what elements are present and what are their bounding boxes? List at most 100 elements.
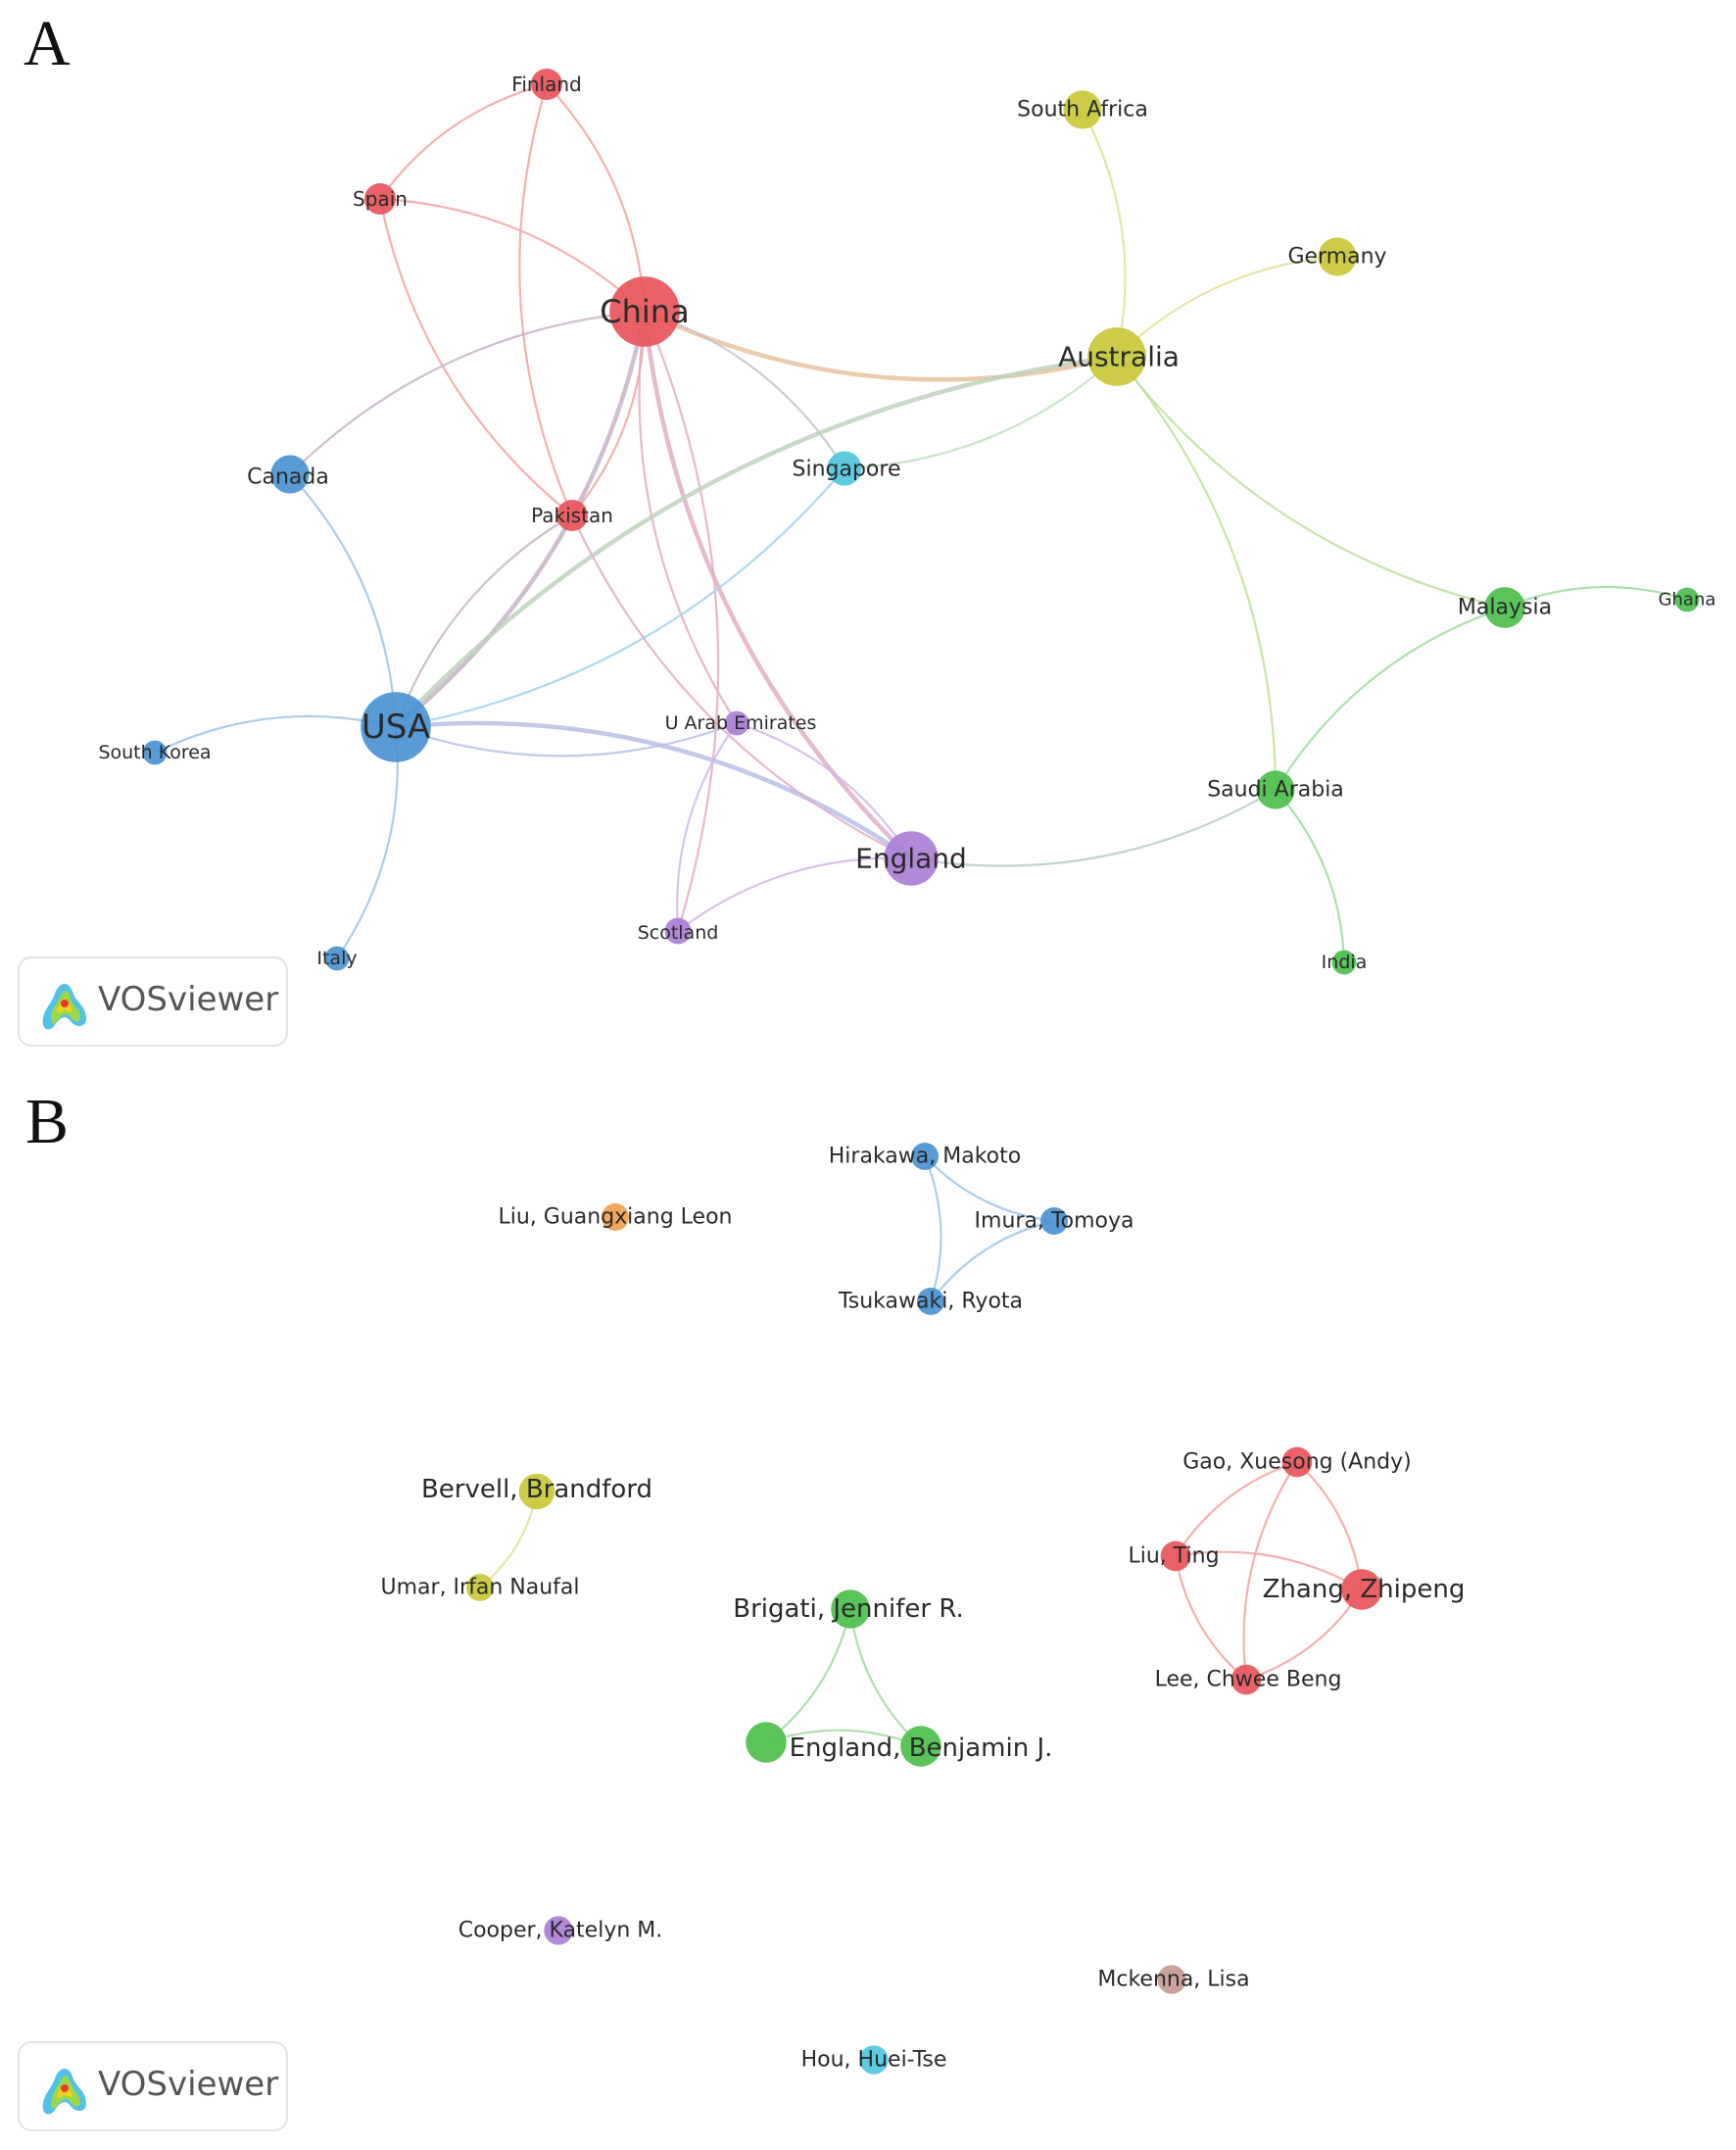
node-south-africa[interactable]	[1063, 90, 1102, 129]
link-usa-england	[395, 720, 913, 860]
node-umar[interactable]	[466, 1574, 494, 1601]
link-germany-australia	[1116, 255, 1338, 358]
node-u-arab-emirates[interactable]	[724, 710, 749, 736]
vosviewer-logo-b: VOSviewer	[18, 2041, 288, 2131]
link-australia-usa	[394, 354, 1118, 729]
label-u-arab-emirates: U Arab Emirates	[665, 712, 817, 734]
link-malaysia-saudi-arabia	[1275, 606, 1506, 791]
link-finland-pakistan	[518, 83, 574, 516]
node-italy[interactable]	[324, 946, 350, 971]
link-liu-ting-zhang	[1175, 1550, 1363, 1590]
link-australia-singapore	[844, 356, 1118, 470]
node-gao[interactable]	[1281, 1446, 1313, 1478]
node-mckenna[interactable]	[1157, 1965, 1186, 1994]
link-china-england	[642, 311, 913, 860]
link-u-arab-emirates-scotland	[676, 722, 738, 932]
label-italy: Italy	[316, 948, 357, 969]
node-singapore[interactable]	[827, 451, 862, 486]
link-china-canada	[289, 310, 646, 475]
link-saudi-arabia-india	[1275, 789, 1346, 963]
node-england[interactable]	[884, 831, 939, 886]
link-u-arab-emirates-england	[736, 721, 912, 859]
link-hirakawa-imura	[924, 1155, 1055, 1223]
node-malaysia[interactable]	[1484, 587, 1525, 628]
link-china-usa	[394, 311, 648, 729]
label-imura: Imura, Tomoya	[975, 1209, 1134, 1234]
node-green-unnamed[interactable]	[746, 1722, 787, 1763]
label-canada: Canada	[247, 465, 329, 490]
label-ghana: Ghana	[1659, 590, 1716, 611]
link-malaysia-ghana	[1504, 585, 1688, 610]
label-zhang: Zhang, Zhipeng	[1263, 1575, 1466, 1604]
link-gao-zhang	[1296, 1461, 1364, 1590]
label-china: China	[600, 293, 689, 330]
label-cooper: Cooper, Katelyn M.	[458, 1919, 663, 1943]
label-umar: Umar, Irfan Naufal	[381, 1576, 580, 1600]
node-finland[interactable]	[531, 69, 562, 100]
link-canada-usa	[289, 473, 398, 728]
link-spain-china	[379, 197, 646, 313]
node-liu-ting[interactable]	[1160, 1540, 1191, 1572]
label-malaysia: Malaysia	[1458, 596, 1552, 620]
link-australia-saudi-arabia	[1116, 356, 1278, 791]
node-saudi-arabia[interactable]	[1256, 770, 1295, 809]
node-england-b[interactable]	[900, 1726, 941, 1767]
node-imura[interactable]	[1040, 1207, 1068, 1235]
link-imura-tsukawaki	[930, 1219, 1055, 1302]
label-singapore: Singapore	[793, 458, 901, 482]
label-england: England	[855, 843, 967, 875]
node-bervell[interactable]	[518, 1473, 555, 1510]
node-germany[interactable]	[1318, 237, 1357, 276]
link-gao-liu-ting	[1175, 1460, 1298, 1557]
node-pakistan[interactable]	[556, 500, 588, 531]
node-lee[interactable]	[1230, 1664, 1262, 1695]
link-finland-china	[546, 83, 647, 313]
label-australia: Australia	[1058, 341, 1180, 373]
label-liu-guangxiang: Liu, Guangxiang Leon	[498, 1205, 732, 1230]
label-hirakawa: Hirakawa, Makoto	[829, 1145, 1021, 1169]
node-usa[interactable]	[361, 692, 431, 762]
label-lee: Lee, Chwee Beng	[1155, 1668, 1342, 1692]
node-brigati[interactable]	[831, 1589, 870, 1629]
label-saudi-arabia: Saudi Arabia	[1207, 778, 1344, 803]
link-brigati-green-unnamed	[765, 1608, 852, 1743]
panel-label-a: A	[24, 8, 71, 79]
vosviewer-icon	[42, 2068, 86, 2115]
node-canada[interactable]	[270, 455, 310, 494]
node-china[interactable]	[609, 276, 680, 347]
label-hou: Hou, Huei-Tse	[801, 2048, 947, 2073]
network-a-links	[154, 82, 1688, 963]
node-india[interactable]	[1331, 950, 1357, 975]
label-germany: Germany	[1287, 245, 1386, 269]
node-zhang[interactable]	[1341, 1569, 1382, 1610]
link-usa-pakistan	[394, 514, 573, 728]
link-hirakawa-tsukawaki	[923, 1155, 942, 1302]
link-australia-malaysia	[1116, 356, 1506, 610]
node-tsukawaki[interactable]	[917, 1288, 944, 1315]
label-usa: USA	[362, 708, 430, 747]
node-liu-guangxiang[interactable]	[602, 1203, 629, 1231]
label-india: India	[1322, 952, 1368, 973]
node-ghana[interactable]	[1674, 587, 1700, 612]
link-finland-spain	[379, 82, 548, 200]
link-liu-ting-lee	[1174, 1555, 1247, 1681]
node-south-korea[interactable]	[142, 740, 168, 765]
panel-label-b: B	[25, 1086, 70, 1157]
link-usa-italy	[336, 726, 399, 959]
link-spain-pakistan	[378, 198, 573, 516]
node-spain[interactable]	[364, 183, 396, 215]
label-scotland: Scotland	[638, 922, 719, 944]
vosviewer-icon	[42, 983, 86, 1030]
node-cooper[interactable]	[544, 1916, 573, 1945]
link-south-africa-australia	[1082, 109, 1127, 358]
link-england-saudi-arabia	[910, 789, 1277, 867]
node-australia[interactable]	[1087, 327, 1146, 386]
node-hou[interactable]	[859, 2045, 889, 2075]
label-pakistan: Pakistan	[531, 504, 613, 527]
link-brigati-england-b	[848, 1608, 922, 1747]
link-gao-lee	[1242, 1461, 1298, 1681]
node-hirakawa[interactable]	[911, 1143, 939, 1170]
label-spain: Spain	[353, 187, 408, 211]
node-scotland[interactable]	[664, 917, 692, 945]
